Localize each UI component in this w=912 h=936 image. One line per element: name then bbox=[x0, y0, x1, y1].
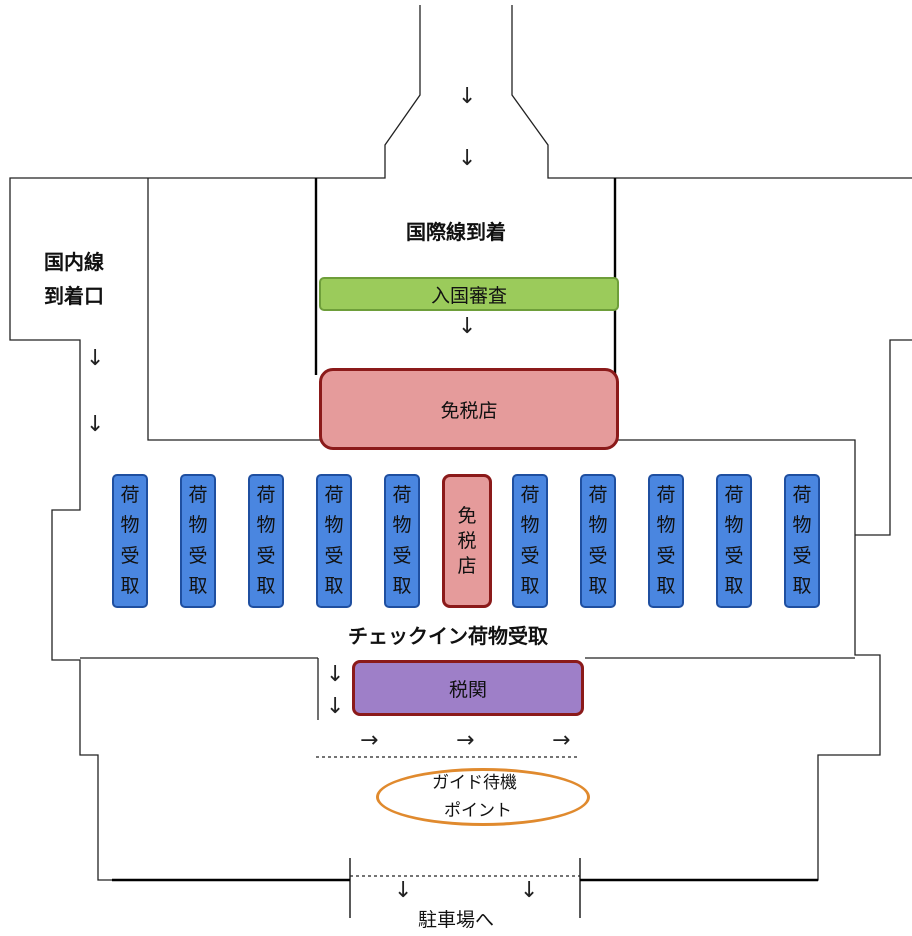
arrow-right-icon: → bbox=[360, 728, 379, 753]
baggage-claim-carousel: 荷物受取 bbox=[248, 474, 284, 608]
baggage-claim-char: 受 bbox=[188, 544, 208, 567]
arrow-down-icon: ↓ bbox=[458, 314, 477, 339]
baggage-claim-char: 受 bbox=[588, 544, 608, 567]
arrow-down-icon: ↓ bbox=[326, 662, 345, 687]
baggage-claim-carousel: 荷物受取 bbox=[316, 474, 352, 608]
baggage-claim-char: 受 bbox=[324, 544, 344, 567]
baggage-claim-char: 取 bbox=[324, 575, 344, 598]
baggage-claim-char: 受 bbox=[256, 544, 276, 567]
parking-label: 駐車場へ bbox=[418, 909, 495, 931]
baggage-claim-char: 取 bbox=[120, 575, 140, 598]
arrow-down-icon: ↓ bbox=[520, 878, 539, 903]
immigration-box: 入国審査 bbox=[319, 277, 619, 311]
customs-label: 税関 bbox=[448, 678, 487, 701]
domestic-arrival-label-line1: 国内線 bbox=[44, 250, 104, 274]
baggage-claim-char: 受 bbox=[120, 544, 140, 567]
baggage-claim-carousel: 荷物受取 bbox=[112, 474, 148, 608]
baggage-claim-carousel: 荷物受取 bbox=[512, 474, 548, 608]
baggage-claim-char: 取 bbox=[520, 575, 540, 598]
customs-box: 税関 bbox=[352, 660, 584, 716]
arrow-right-icon: → bbox=[552, 728, 571, 753]
domestic-arrival-label-line2: 到着口 bbox=[44, 284, 104, 308]
guide-point-label-line1: ガイド待機 bbox=[432, 773, 517, 793]
baggage-claim-char: 荷 bbox=[256, 483, 276, 506]
baggage-claim-char: 荷 bbox=[520, 483, 540, 506]
arrow-right-icon: → bbox=[456, 728, 475, 753]
baggage-claim-char: 物 bbox=[120, 514, 140, 537]
baggage-claim-char: 物 bbox=[588, 514, 608, 537]
guide-point-label-line2: ポイント bbox=[444, 801, 512, 821]
baggage-claim-carousel: 荷物受取 bbox=[648, 474, 684, 608]
duty-free-shop-small: 免 税 店 bbox=[442, 474, 492, 608]
baggage-claim-carousel: 荷物受取 bbox=[580, 474, 616, 608]
baggage-claim-char: 物 bbox=[188, 514, 208, 537]
baggage-claim-char: 物 bbox=[656, 514, 676, 537]
baggage-claim-char: 受 bbox=[724, 544, 744, 567]
baggage-claim-char: 荷 bbox=[792, 483, 812, 506]
arrow-down-icon: ↓ bbox=[458, 146, 477, 171]
baggage-claim-char: 物 bbox=[520, 514, 540, 537]
arrow-down-icon: ↓ bbox=[86, 346, 105, 371]
duty-free-shop-main: 免税店 bbox=[319, 368, 619, 450]
baggage-claim-char: 荷 bbox=[724, 483, 744, 506]
baggage-claim-char: 受 bbox=[656, 544, 676, 567]
immigration-label: 入国審査 bbox=[430, 284, 507, 307]
baggage-claim-char: 物 bbox=[724, 514, 744, 537]
arrow-down-icon: ↓ bbox=[86, 412, 105, 437]
baggage-claim-char: 受 bbox=[392, 544, 412, 567]
baggage-claim-carousel: 荷物受取 bbox=[784, 474, 820, 608]
duty-free-main-label: 免税店 bbox=[440, 399, 498, 422]
baggage-claim-char: 取 bbox=[656, 575, 676, 598]
baggage-claim-char: 取 bbox=[724, 575, 744, 598]
baggage-claim-carousel: 荷物受取 bbox=[180, 474, 216, 608]
duty-free-small-char-2: 税 bbox=[457, 529, 477, 552]
baggage-claim-char: 荷 bbox=[120, 483, 140, 506]
baggage-claim-char: 物 bbox=[392, 514, 412, 537]
baggage-claim-char: 取 bbox=[588, 575, 608, 598]
baggage-claim-char: 物 bbox=[792, 514, 812, 537]
baggage-claim-char: 取 bbox=[188, 575, 208, 598]
baggage-claim-char: 荷 bbox=[324, 483, 344, 506]
arrow-down-icon: ↓ bbox=[394, 878, 413, 903]
baggage-claim-char: 物 bbox=[324, 514, 344, 537]
baggage-claim-char: 荷 bbox=[188, 483, 208, 506]
baggage-claim-char: 取 bbox=[392, 575, 412, 598]
international-arrivals-title: 国際線到着 bbox=[406, 220, 506, 244]
baggage-claim-carousel: 荷物受取 bbox=[384, 474, 420, 608]
baggage-claim-char: 取 bbox=[792, 575, 812, 598]
baggage-claim-carousel: 荷物受取 bbox=[716, 474, 752, 608]
baggage-claim-char: 受 bbox=[520, 544, 540, 567]
duty-free-small-char-1: 免 bbox=[457, 504, 477, 527]
baggage-claim-char: 受 bbox=[792, 544, 812, 567]
baggage-claim-char: 荷 bbox=[588, 483, 608, 506]
duty-free-small-char-3: 店 bbox=[457, 554, 477, 577]
guide-point-ellipse bbox=[376, 768, 590, 826]
baggage-claim-char: 物 bbox=[256, 514, 276, 537]
baggage-claim-char: 荷 bbox=[656, 483, 676, 506]
baggage-claim-char: 荷 bbox=[392, 483, 412, 506]
arrow-down-icon: ↓ bbox=[458, 84, 477, 109]
arrow-down-icon: ↓ bbox=[326, 694, 345, 719]
baggage-claim-char: 取 bbox=[256, 575, 276, 598]
checked-baggage-claim-label: チェックイン荷物受取 bbox=[348, 624, 548, 648]
